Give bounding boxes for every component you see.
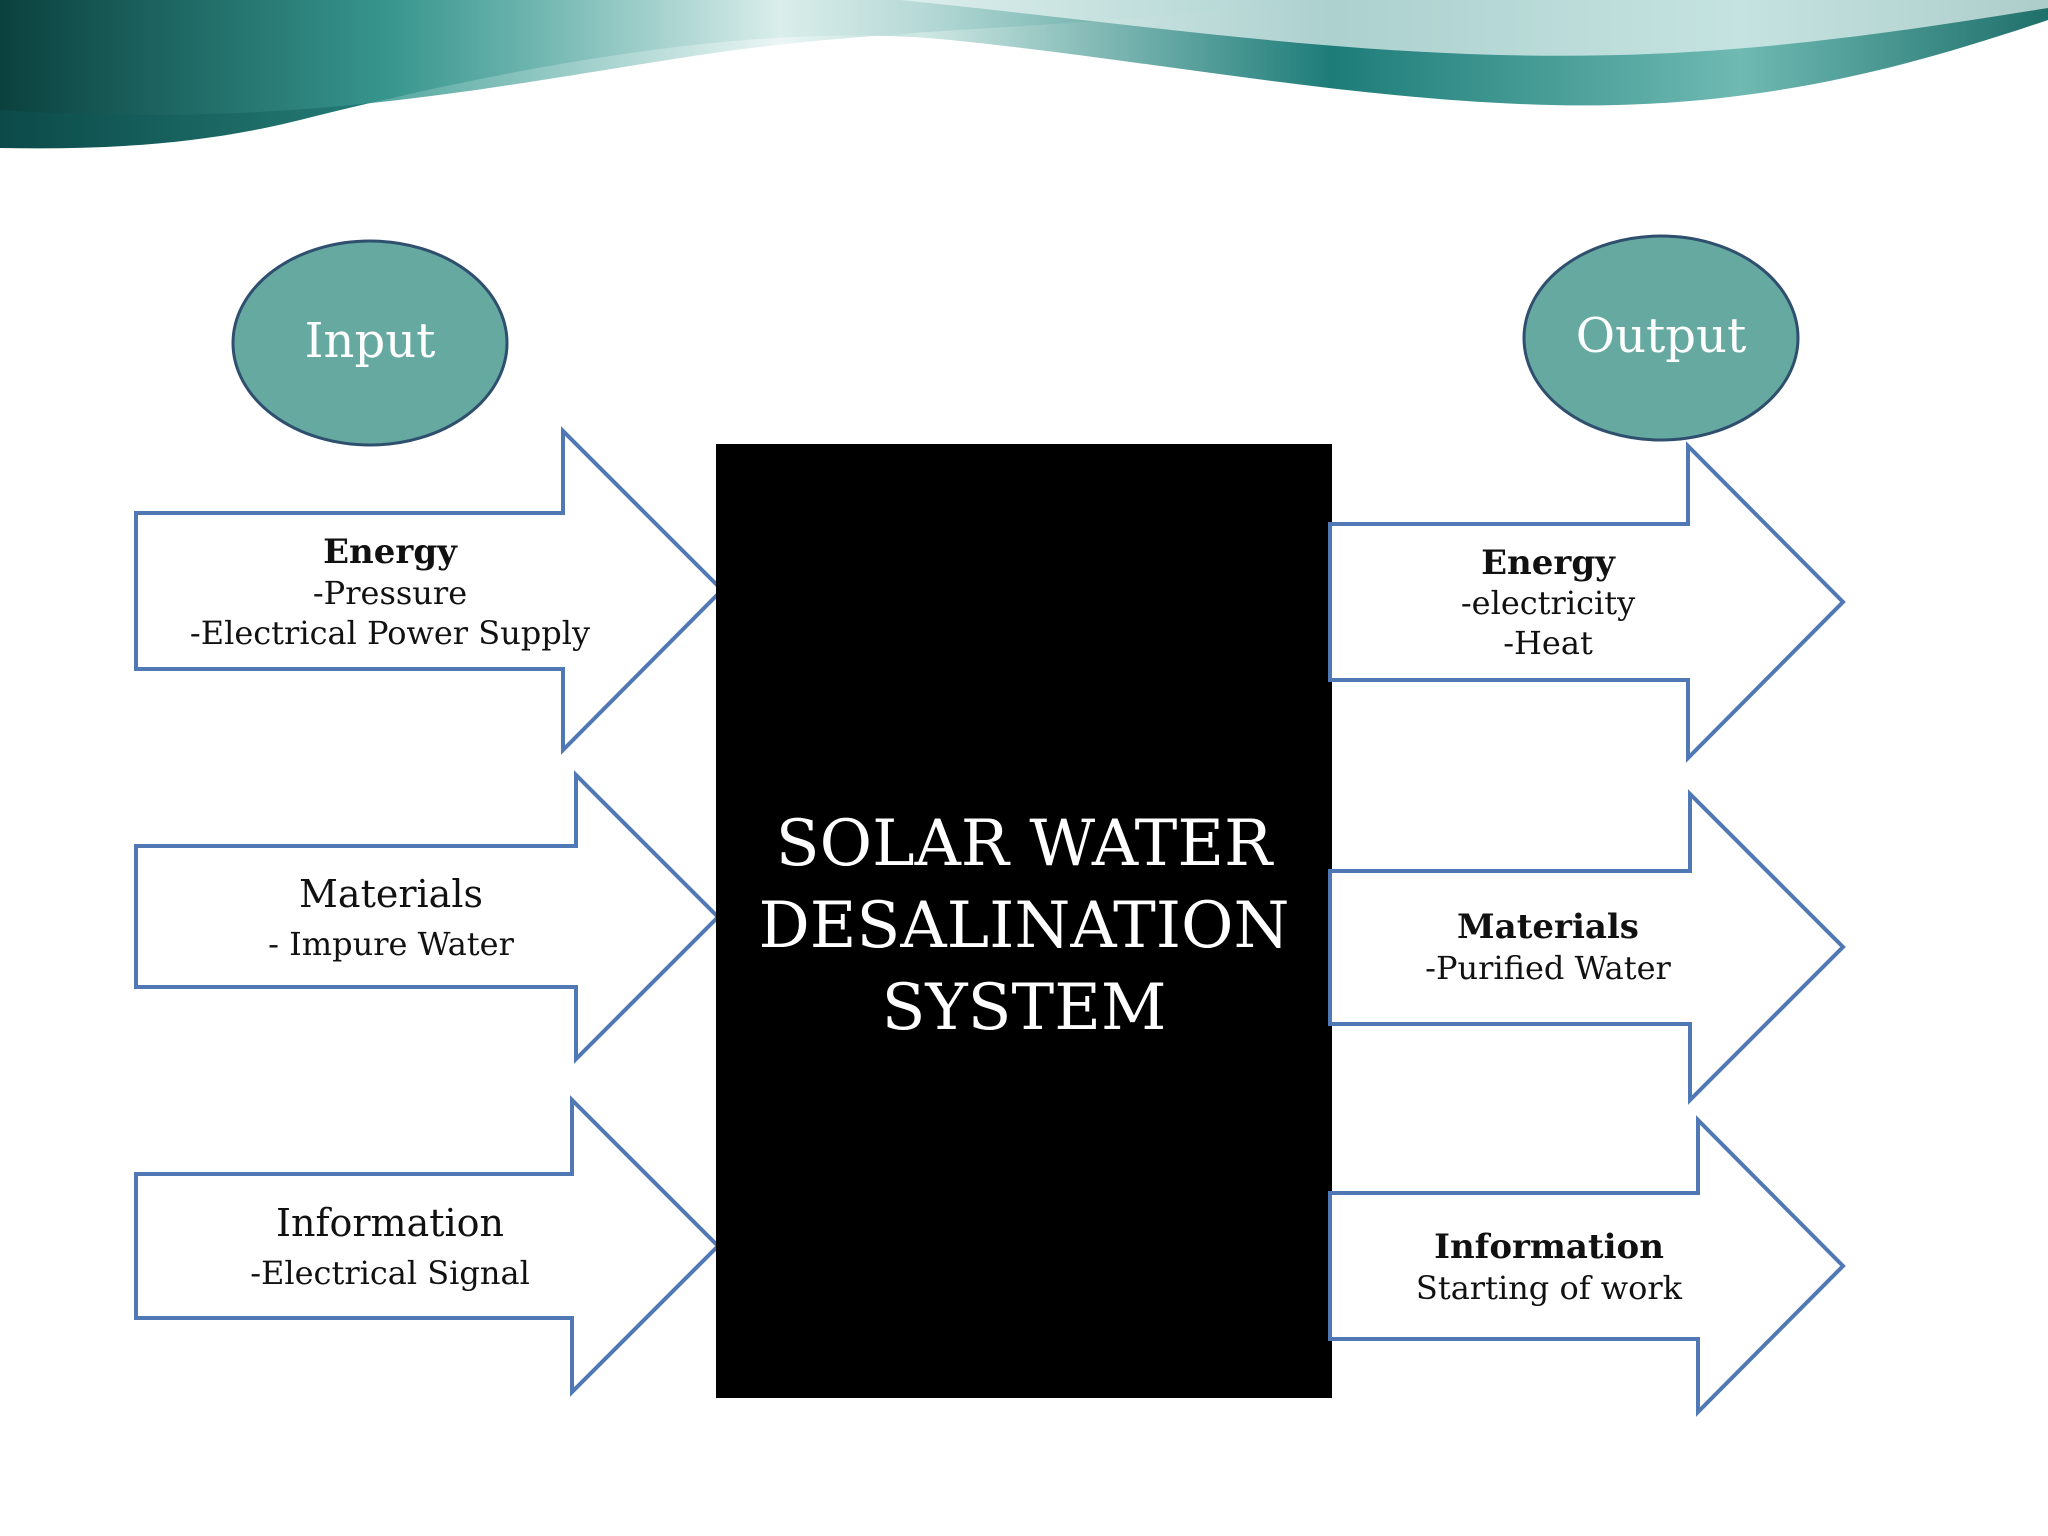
- wave-band-highlight: [0, 0, 1300, 115]
- system-title-line-1: SOLAR WATER: [776, 807, 1274, 881]
- wave-band-light: [900, 0, 2048, 56]
- output-arrow-information: Information Starting of work: [1328, 1115, 1846, 1417]
- output-energy-line-2: -Heat: [1503, 624, 1593, 662]
- output-heading-group: Output: [1522, 234, 1800, 442]
- input-energy-line-2: -Electrical Power Supply: [190, 614, 590, 652]
- output-arrow-materials-shape: [1328, 789, 1846, 1105]
- output-information-title: Information: [1434, 1227, 1664, 1267]
- input-heading-ellipse: [231, 239, 509, 447]
- input-heading-group: Input: [231, 239, 509, 447]
- input-energy-line-1: -Pressure: [313, 574, 467, 612]
- output-arrow-energy-shape: [1328, 441, 1846, 763]
- output-heading-label: Output: [1576, 308, 1746, 364]
- output-heading-ellipse: [1522, 234, 1800, 442]
- system-box: SOLAR WATER DESALINATION SYSTEM: [716, 444, 1332, 1398]
- output-arrow-energy: Energy -electricity -Heat: [1328, 441, 1846, 763]
- input-arrow-information: Information -Electrical Signal: [134, 1095, 721, 1397]
- output-arrow-information-shape: [1328, 1115, 1846, 1417]
- output-information-line-1: Starting of work: [1416, 1269, 1683, 1307]
- input-energy-title: Energy: [323, 532, 458, 572]
- system-title-line-3: SYSTEM: [882, 971, 1167, 1045]
- input-arrow-materials-shape: [134, 770, 721, 1064]
- system-box-rect: [716, 444, 1332, 1398]
- output-materials-title: Materials: [1457, 907, 1639, 947]
- system-title-line-2: DESALINATION: [758, 889, 1289, 963]
- input-arrow-energy: Energy -Pressure -Electrical Power Suppl…: [134, 426, 725, 755]
- input-arrow-materials: Materials - Impure Water: [134, 770, 721, 1064]
- input-arrow-energy-shape: [134, 426, 725, 755]
- output-arrow-materials: Materials -Purified Water: [1328, 789, 1846, 1105]
- header-wave-decoration: [0, 0, 2048, 149]
- output-energy-line-1: -electricity: [1461, 584, 1635, 622]
- input-materials-line-1: - Impure Water: [268, 925, 514, 963]
- input-heading-label: Input: [305, 313, 436, 369]
- input-arrow-information-shape: [134, 1095, 721, 1397]
- input-information-line-1: -Electrical Signal: [250, 1254, 530, 1292]
- output-energy-title: Energy: [1481, 543, 1616, 583]
- input-information-title: Information: [276, 1201, 504, 1245]
- input-materials-title: Materials: [299, 872, 483, 916]
- output-materials-line-1: -Purified Water: [1425, 949, 1671, 987]
